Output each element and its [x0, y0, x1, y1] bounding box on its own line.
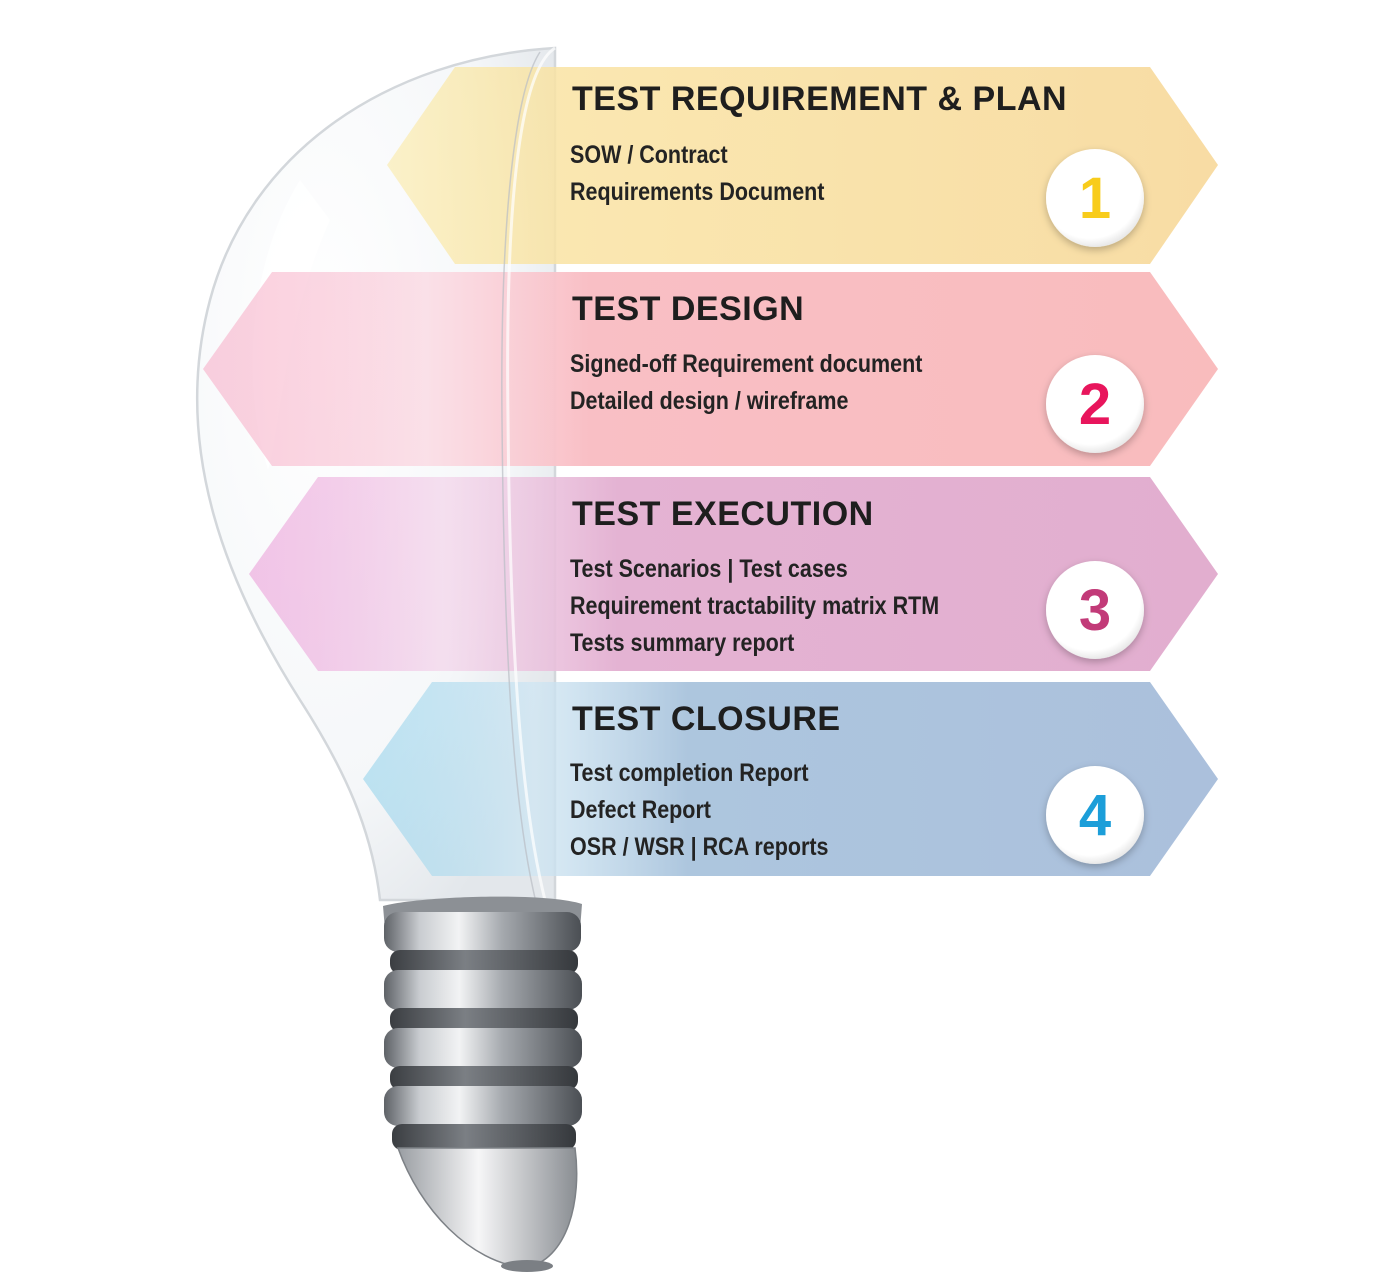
- stage-2-title: TEST DESIGN: [572, 290, 805, 328]
- stage-1-items: SOW / Contract Requirements Document: [570, 137, 866, 211]
- stage-4-title: TEST CLOSURE: [572, 700, 841, 738]
- stage-4-number: 4: [1078, 782, 1112, 848]
- stage-band-4: [363, 682, 1218, 876]
- badge-circle-3: [1046, 561, 1144, 659]
- stage-3-title: TEST EXECUTION: [572, 495, 874, 533]
- stage-2-items: Signed-off Requirement document Detailed…: [570, 346, 980, 420]
- bulb-base: [383, 896, 582, 1272]
- stage-2-item: Signed-off Requirement document: [570, 350, 923, 378]
- stage-4-item: Defect Report: [570, 796, 711, 824]
- stage-band-3: [249, 477, 1218, 671]
- bulb-glass-seam: [501, 51, 541, 899]
- stage-band-1: [387, 67, 1218, 264]
- stage-1-number: 1: [1078, 165, 1112, 231]
- stage-2-number: 2: [1078, 371, 1112, 437]
- badge-circle-4: [1046, 766, 1144, 864]
- stage-3-items: Test Scenarios | Test cases Requirement …: [570, 551, 999, 662]
- stage-4-items: Test completion Report Defect Report OSR…: [570, 755, 871, 866]
- stage-3-item: Test Scenarios | Test cases: [570, 555, 848, 583]
- stage-3-number: 3: [1078, 577, 1112, 643]
- stage-4-item: Test completion Report: [570, 759, 809, 787]
- bulb-glass-edge: [506, 46, 556, 901]
- badge-circle-2: [1046, 355, 1144, 453]
- stage-3-item: Tests summary report: [570, 629, 795, 657]
- stage-2-item: Detailed design / wireframe: [570, 387, 849, 415]
- stage-1-title: TEST REQUIREMENT & PLAN: [572, 80, 1068, 118]
- badge-circle-1: [1046, 149, 1144, 247]
- stage-1-item: SOW / Contract: [570, 141, 728, 169]
- stage-3-item: Requirement tractability matrix RTM: [570, 592, 940, 620]
- stage-band-2: [203, 272, 1218, 466]
- stage-1-item: Requirements Document: [570, 178, 825, 206]
- stage-4-item: OSR / WSR | RCA reports: [570, 833, 829, 861]
- bulb-tip: [396, 1147, 578, 1269]
